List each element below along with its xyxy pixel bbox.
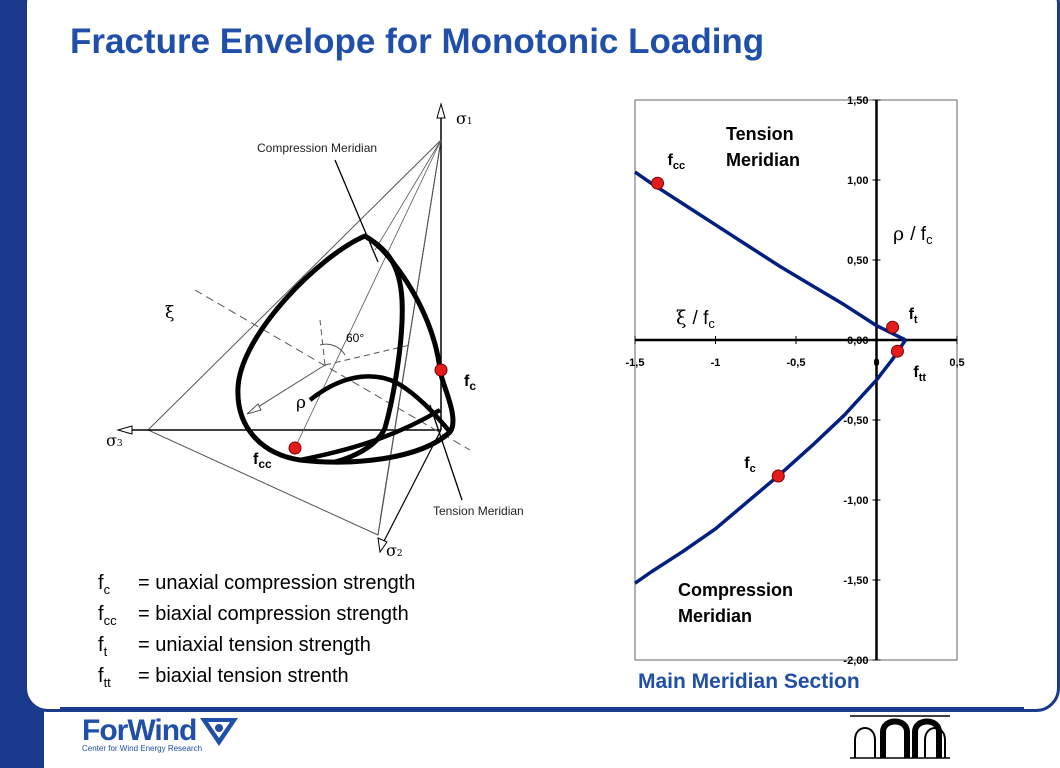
rho-arrowhead	[246, 403, 262, 415]
legend-row-cc: fcc = biaxial compression strength	[98, 603, 415, 634]
rho-arrow-line	[249, 364, 326, 413]
x-tick-label: 0	[873, 357, 879, 369]
deviatoric-triangle	[147, 138, 442, 536]
internal-line-a	[374, 139, 442, 251]
sigma2-arrowhead	[377, 537, 388, 554]
point-marker-fcc	[651, 176, 665, 190]
legend-symbol: ftt	[98, 665, 111, 690]
compression-meridian-line	[334, 159, 379, 263]
x-axis-label: ξ / fc	[676, 307, 715, 331]
compression-meridian-annotation-line1: Compression	[678, 580, 793, 600]
fracture-surface-diagram: σ1 σ2 σ3 ξ ρ 60° Compression Meridian Te…	[106, 102, 524, 560]
legend-row-c: fc = unaxial compression strength	[98, 572, 415, 603]
logo-fan-icon	[200, 718, 239, 746]
logo-subtitle: Center for Wind Energy Research	[82, 744, 203, 753]
tension-meridian-annotation-line1: Tension	[726, 124, 794, 144]
tension-meridian-annotation-line2: Meridian	[726, 150, 800, 170]
university-logo	[850, 715, 950, 759]
legend-description: = uniaxial tension strength	[138, 634, 371, 656]
x-tick-label: 0,5	[949, 357, 964, 369]
chart-caption: Main Meridian Section	[638, 670, 860, 693]
fcc-label: fcc	[253, 451, 272, 471]
sigma3-label: σ3	[106, 431, 123, 450]
legend-description: = biaxial compression strength	[138, 603, 409, 625]
strength-legend: fc = unaxial compression strength fcc = bia…	[98, 572, 415, 696]
angle-arc	[319, 343, 346, 356]
legend-row-t: ft = uniaxial tension strength	[98, 634, 415, 665]
point-label-ft: ft	[909, 306, 918, 326]
legend-row-tt: ftt = biaxial tension strenth	[98, 665, 415, 696]
legend-symbol: fcc	[98, 603, 117, 628]
compression-meridian-label: Compression Meridian	[257, 141, 377, 155]
y-tick-label: -1,00	[843, 495, 868, 507]
y-tick-label: 0,00	[847, 335, 868, 347]
x-tick-label: -0,5	[787, 357, 806, 369]
chart-plot-border	[634, 99, 958, 661]
y-axis-label-box	[886, 212, 950, 252]
angle-label: 60°	[346, 331, 364, 345]
y-tick-label: 1,50	[847, 95, 868, 107]
forwind-logo: ForWind Center for Wind Energy Research	[82, 714, 240, 753]
point-label-ftt: ftt	[913, 364, 926, 384]
fc-point-marker	[434, 363, 448, 377]
y-tick-label: -1,50	[843, 575, 868, 587]
legend-description: = unaxial compression strength	[138, 572, 416, 594]
chart-points-group	[651, 176, 904, 483]
x-tick-label: -1	[711, 357, 721, 369]
fcc-point-marker	[288, 441, 302, 455]
slide-title: Fracture Envelope for Monotonic Loading	[70, 22, 765, 61]
sigma2-label: σ2	[386, 541, 403, 560]
sigma3-arrowhead	[116, 425, 133, 435]
fc-label: fc	[464, 373, 476, 393]
point-label-fcc: fcc	[668, 152, 686, 172]
rho-axis-60	[324, 344, 411, 366]
legend-symbol: ft	[98, 634, 108, 659]
logo-text: ForWind	[82, 714, 197, 747]
footer-divider	[60, 707, 1024, 709]
y-tick-label: -2,00	[843, 655, 868, 667]
fracture-surface-ridge-2	[308, 374, 452, 434]
fracture-surface-outline	[235, 233, 456, 465]
rho-axis-vertical	[319, 319, 326, 366]
x-tick-label: -1,5	[626, 357, 645, 369]
point-marker-ft	[886, 320, 900, 334]
legend-description: = biaxial tension strenth	[138, 665, 349, 687]
point-marker-fc	[771, 469, 785, 483]
y-tick-label: 1,00	[847, 175, 868, 187]
sigma2-axis-line	[381, 429, 442, 546]
point-label-fc: fc	[744, 455, 755, 475]
y-axis-label: ρ / fc	[893, 223, 933, 247]
xi-label: ξ	[165, 303, 174, 323]
point-marker-ftt	[890, 344, 904, 358]
y-tick-label: 0,50	[847, 255, 868, 267]
rho-label: ρ	[296, 393, 306, 413]
internal-line-c	[294, 139, 442, 449]
tension-meridian-label: Tension Meridian	[433, 504, 524, 518]
series-line-tension	[634, 170, 907, 342]
fracture-surface-ridge-3	[299, 408, 442, 463]
compression-meridian-annotation-line2: Meridian	[678, 606, 752, 626]
fracture-surface-ridge-1	[334, 233, 405, 465]
y-tick-label: -0,50	[843, 415, 868, 427]
sigma1-label: σ1	[456, 109, 473, 128]
sigma1-arrowhead	[436, 102, 446, 119]
hydrostatic-axis-line	[194, 289, 471, 451]
legend-symbol: fc	[98, 572, 111, 597]
tension-meridian-line	[429, 404, 463, 501]
